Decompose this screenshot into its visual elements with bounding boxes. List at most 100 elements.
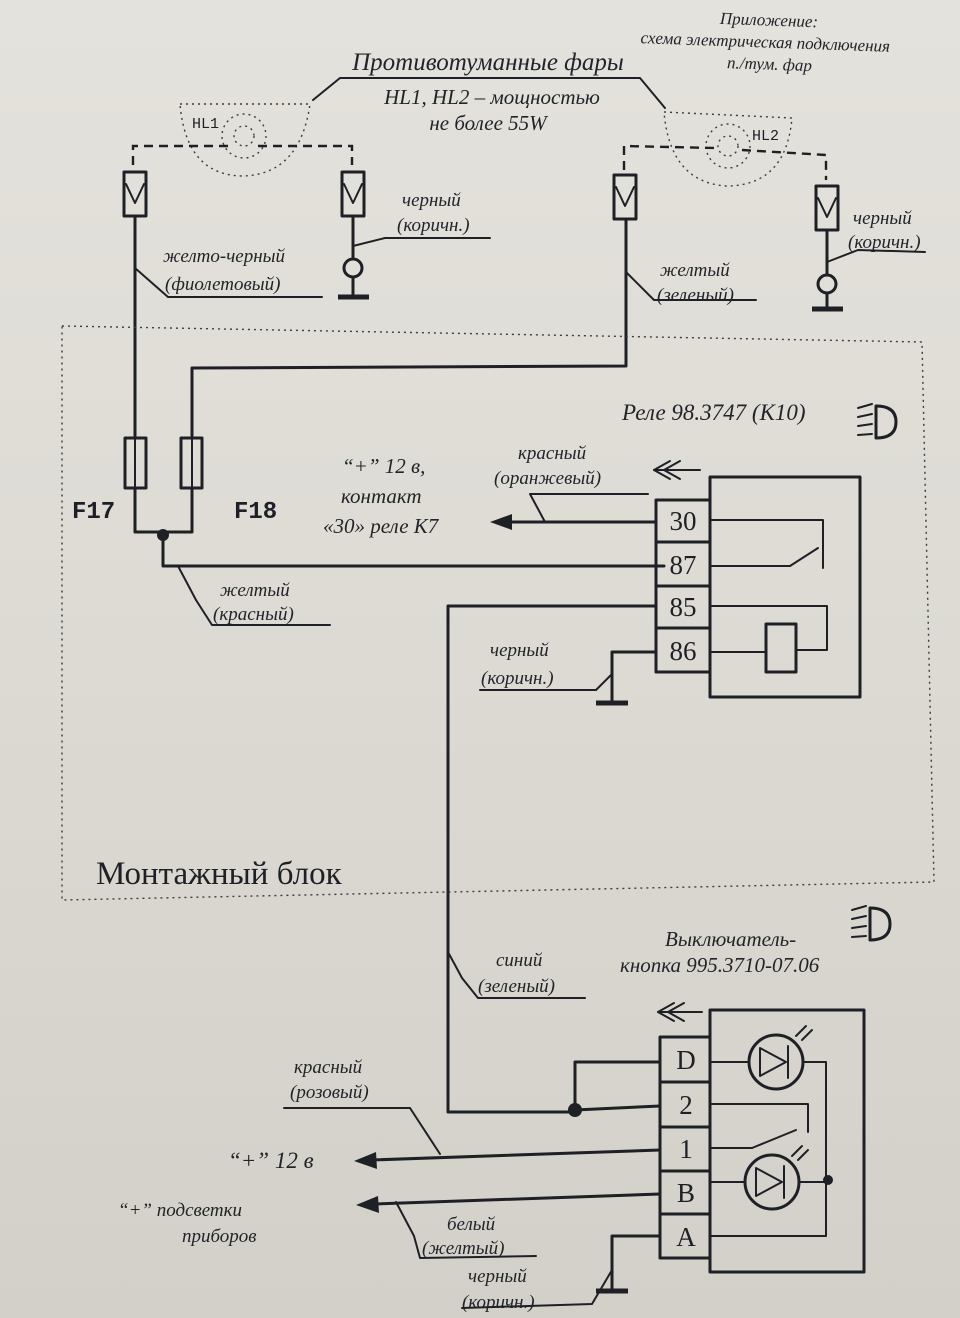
hl2-dashed-link bbox=[622, 144, 828, 180]
relay-85-wire bbox=[446, 604, 658, 1114]
hl1-feed-leader bbox=[134, 267, 323, 298]
switch-a-wire bbox=[610, 1234, 662, 1292]
power-note-line-2: не более 55W bbox=[429, 111, 549, 135]
relay-30-wire-color: красный bbox=[518, 443, 587, 464]
plus12-label: “+” 12 в bbox=[228, 1148, 314, 1173]
hl1-ground-wire-alt: (коричн.) bbox=[397, 215, 470, 236]
hl2-ground-leader bbox=[826, 249, 926, 263]
appendix-line-1: Приложение: bbox=[719, 9, 819, 31]
appendix-line-3: п./тум. фар bbox=[727, 53, 812, 75]
switch-junction-dot bbox=[823, 1175, 833, 1185]
switch-feed-wire-color: синий bbox=[496, 950, 543, 971]
switch-pin-2-label: 2 bbox=[679, 1090, 693, 1120]
plus12-wire bbox=[370, 1148, 662, 1162]
relay-86-wire bbox=[610, 650, 658, 704]
hl2-feed-wire-alt: (зеленый) bbox=[657, 285, 734, 306]
hl1-left-connector bbox=[122, 170, 148, 218]
switch-a-leader bbox=[461, 1269, 613, 1309]
hl1-label: HL1 bbox=[192, 116, 219, 133]
hl1-fog-lamp: HL1 bbox=[179, 103, 311, 177]
relay-86-leader bbox=[479, 673, 613, 691]
relay-pin-30-label: 30 bbox=[670, 506, 697, 536]
mounting-block-label: Монтажный блок bbox=[96, 856, 343, 892]
hl1-housing bbox=[179, 103, 311, 177]
backlight-wire bbox=[372, 1192, 662, 1206]
relay-30-leader bbox=[529, 493, 649, 523]
relay-pin-86-label: 86 bbox=[670, 636, 697, 666]
hl2-fog-lamp: HL2 bbox=[663, 111, 793, 187]
relay-87-wire bbox=[161, 533, 666, 568]
led-icon bbox=[743, 1153, 801, 1211]
switch-title-line-1: Выключатель- bbox=[665, 927, 796, 951]
switch-b-leader bbox=[395, 1201, 537, 1259]
relay-86-wire-color: черный bbox=[490, 640, 549, 661]
relay-pin-86[interactable] bbox=[654, 626, 712, 674]
relay-pin-85-label: 85 bbox=[670, 592, 697, 622]
plus-contact-line-2: контакт bbox=[341, 484, 422, 508]
switch-pin-a-label: A bbox=[676, 1222, 696, 1252]
switch-pin-b-label: B bbox=[677, 1178, 695, 1208]
hl1-right-connector bbox=[340, 170, 366, 218]
switch-pin-d-label: D bbox=[676, 1045, 696, 1075]
hl1-feed-wire-alt: (фиолетовый) bbox=[165, 274, 280, 295]
plug-connector-icon bbox=[653, 460, 701, 480]
switch-pins: D 2 1 B A bbox=[658, 1035, 712, 1260]
relay-body bbox=[708, 475, 862, 699]
hl2-ground-terminal bbox=[816, 273, 838, 295]
hl2-ground-wire-alt: (коричн.) bbox=[848, 232, 921, 253]
hl2-bulb-icon bbox=[705, 123, 751, 169]
arrow-left-icon bbox=[490, 514, 512, 530]
relay-contact-wire bbox=[709, 519, 824, 569]
connector-icon bbox=[612, 173, 638, 221]
switch-1-leader bbox=[283, 1107, 441, 1155]
appendix-note: Приложение: схема электрическая подключе… bbox=[640, 9, 890, 75]
hl1-ground-terminal bbox=[342, 257, 364, 279]
relay-switch-contact bbox=[789, 547, 819, 567]
hl2-right-connector bbox=[814, 184, 840, 232]
hl1-ground-wire-color: черный bbox=[402, 190, 461, 211]
hl2-feed-wire bbox=[190, 217, 628, 440]
fuse-common-leader bbox=[177, 565, 331, 626]
switch-a-wire-alt: (коричн.) bbox=[462, 1292, 535, 1313]
arrow-left-icon bbox=[354, 1152, 377, 1169]
switch-led-top bbox=[747, 1025, 813, 1091]
fuse-f17-label: F17 bbox=[72, 499, 115, 526]
relay-title: Реле 98.3747 (К10) bbox=[621, 400, 806, 425]
hl1-dashed-link bbox=[131, 144, 354, 165]
fog-light-icon bbox=[857, 403, 898, 440]
hl2-ground-wire-color: черный bbox=[853, 208, 912, 229]
switch-b-wire-alt: (желтый) bbox=[422, 1238, 504, 1259]
relay-86-wire-alt: (коричн.) bbox=[481, 668, 554, 689]
backlight-label-line-2: приборов bbox=[182, 1226, 257, 1247]
hl1-ground-leader bbox=[352, 237, 491, 247]
fuse-f18-label: F18 bbox=[234, 499, 277, 526]
fuse-f17 bbox=[123, 436, 148, 490]
fog-light-icon bbox=[851, 905, 892, 942]
hl2-feed-leader bbox=[625, 271, 757, 301]
switch-contact bbox=[751, 1129, 797, 1149]
arrow-left-icon bbox=[356, 1196, 379, 1213]
connector-icon bbox=[122, 170, 148, 218]
relay-coil-icon bbox=[764, 622, 798, 674]
plus-contact-line-1: “+” 12 в, bbox=[342, 454, 425, 478]
switch-b-wire-color: белый bbox=[447, 1214, 496, 1235]
hl2-feed-wire-color: желтый bbox=[660, 260, 730, 281]
fuse-common-wire-alt: (красный) bbox=[213, 604, 294, 625]
switch-feed-wire-alt: (зеленый) bbox=[478, 976, 555, 997]
appendix-line-2: схема электрическая подключения bbox=[640, 28, 890, 56]
switch-1-wire-alt: (розовый) bbox=[290, 1082, 369, 1103]
relay-30-wire-alt: (оранжевый) bbox=[494, 468, 601, 489]
fuse-common-wire-color: желтый bbox=[220, 580, 290, 601]
fuse-f18 bbox=[179, 436, 204, 490]
power-note-line-1: HL1, HL2 – мощностью bbox=[383, 85, 600, 109]
plug-connector-icon bbox=[657, 1002, 703, 1022]
hl1-bulb-icon bbox=[221, 113, 267, 159]
relay-pins: 30 87 85 86 bbox=[654, 498, 712, 674]
connector-icon bbox=[340, 170, 366, 218]
switch-led-bottom bbox=[743, 1145, 809, 1211]
fuse-bridge bbox=[133, 486, 194, 534]
hl2-label: HL2 bbox=[752, 128, 779, 145]
hl2-left-connector bbox=[612, 173, 638, 221]
title-leader bbox=[312, 77, 666, 109]
